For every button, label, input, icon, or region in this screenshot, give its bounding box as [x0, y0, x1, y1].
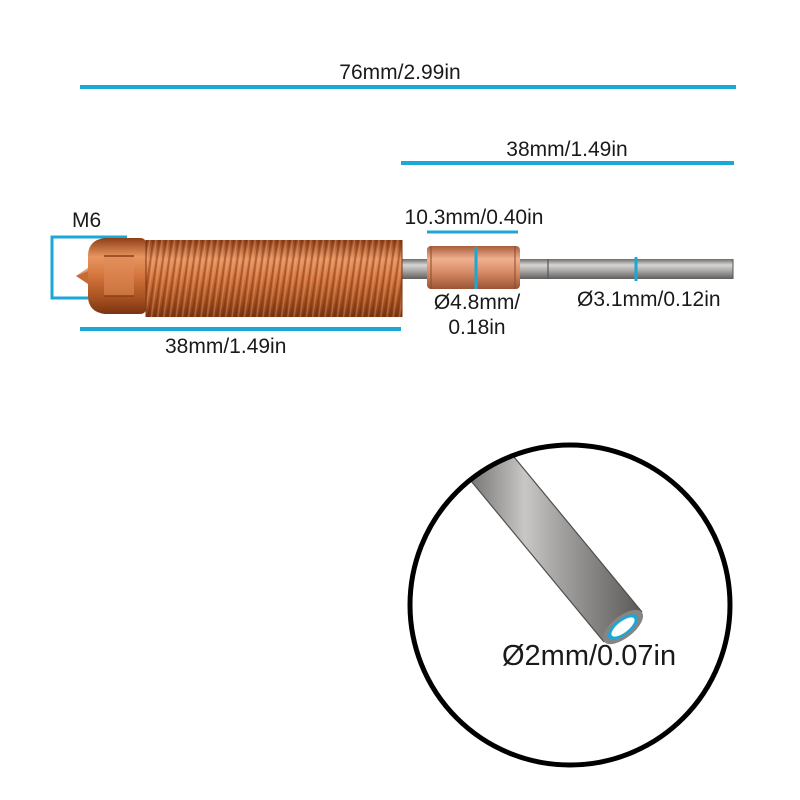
tube-outer-diameter-label: Ø3.1mm/0.12in	[577, 288, 721, 311]
thread-spec-label: M6	[72, 209, 102, 232]
thread-length-label: 38mm/1.49in	[165, 335, 287, 358]
sleeve-diameter-line1: Ø4.8mm/	[433, 291, 521, 314]
tube-inner-diameter-label: Ø2mm/0.07in	[502, 640, 677, 672]
overall-length-line	[80, 85, 736, 89]
copper-sleeve	[427, 246, 520, 289]
overall-length-label: 76mm/2.99in	[339, 61, 461, 84]
sleeve-diameter-line2: 0.18in	[448, 316, 506, 339]
tube-end-bore	[602, 609, 644, 645]
zoomed-tube	[462, 445, 642, 642]
thread-length-line	[80, 327, 401, 331]
tube-detail-zoom	[461, 445, 643, 643]
sleeve-diameter-label: Ø4.8mm/ 0.18in	[434, 290, 520, 340]
heatbreak-length-line	[401, 161, 734, 165]
heatbreak-length-label: 38mm/1.49in	[506, 138, 628, 161]
sleeve-length-label: 10.3mm/0.40in	[404, 206, 544, 229]
zoom-circle-border	[407, 442, 733, 768]
